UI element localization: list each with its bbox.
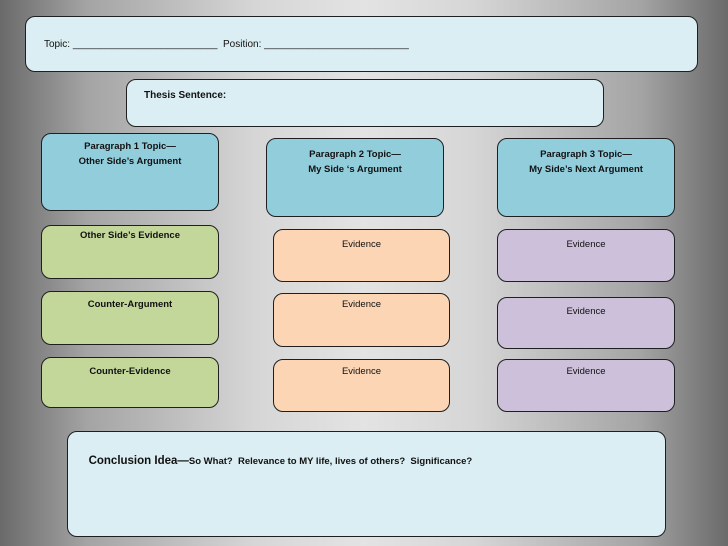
paragraph-1-item-3-label: Counter-Evidence	[89, 366, 171, 377]
paragraph-2-item-2-label: Evidence	[341, 299, 382, 310]
topic-position-box: Topic: __________________________ Positi…	[25, 16, 698, 72]
paragraph-3-topic-line1: Paragraph 3 Topic—	[540, 149, 632, 160]
paragraph-3-topic-box: Paragraph 3 Topic— My Side’s Next Argume…	[497, 138, 675, 217]
paragraph-1-topic-line2: Other Side’s Argument	[78, 156, 182, 167]
paragraph-3-item-1-label: Evidence	[566, 239, 606, 250]
paragraph-3-item-3-label: Evidence	[566, 366, 606, 377]
conclusion-box: Conclusion Idea—So What? Relevance to MY…	[67, 431, 666, 537]
paragraph-1-topic-line1: Paragraph 1 Topic—	[84, 141, 176, 152]
paragraph-3-item-2-label: Evidence	[566, 306, 606, 317]
paragraph-1-item-2-box: Counter-Argument	[41, 291, 219, 345]
paragraph-3-topic-line2: My Side’s Next Argument	[529, 164, 643, 175]
topic-position-line: Topic: __________________________ Positi…	[33, 24, 409, 66]
paragraph-2-topic-box: Paragraph 2 Topic— My Side ‘s Argument	[266, 138, 444, 217]
paragraph-2-item-1-label: Evidence	[341, 239, 382, 250]
paragraph-1-item-1-label: Other Side’s Evidence	[80, 230, 180, 241]
conclusion-line: Conclusion Idea—So What? Relevance to MY…	[78, 440, 473, 483]
paragraph-2-item-2-box: Evidence	[273, 293, 450, 347]
paragraph-1-item-2-label: Counter-Argument	[87, 299, 173, 310]
paragraph-2-item-3-label: Evidence	[341, 366, 382, 377]
paragraph-2-item-3-box: Evidence	[273, 359, 450, 412]
paragraph-2-topic-line1: Paragraph 2 Topic—	[309, 149, 401, 160]
paragraph-1-topic-box: Paragraph 1 Topic— Other Side’s Argument	[41, 133, 219, 211]
paragraph-3-item-3-box: Evidence	[497, 359, 675, 412]
paragraph-2-item-1-box: Evidence	[273, 229, 450, 282]
thesis-label: Thesis Sentence:	[144, 90, 227, 101]
conclusion-dash: —	[177, 455, 189, 467]
paragraph-1-item-3-box: Counter-Evidence	[41, 357, 219, 408]
topic-label: Topic:	[43, 39, 73, 50]
conclusion-label: Conclusion Idea	[88, 455, 178, 467]
paragraph-3-item-1-box: Evidence	[497, 229, 675, 282]
thesis-box: Thesis Sentence:	[126, 79, 604, 127]
conclusion-prompt: So What? Relevance to MY life, lives of …	[188, 456, 473, 467]
position-label: Position:	[217, 39, 265, 50]
paragraph-1-item-1-box: Other Side’s Evidence	[41, 225, 219, 279]
position-blank: __________________________	[264, 39, 409, 50]
topic-blank: __________________________	[72, 39, 218, 50]
paragraph-2-topic-line2: My Side ‘s Argument	[308, 164, 402, 175]
paragraph-3-item-2-box: Evidence	[497, 297, 675, 349]
